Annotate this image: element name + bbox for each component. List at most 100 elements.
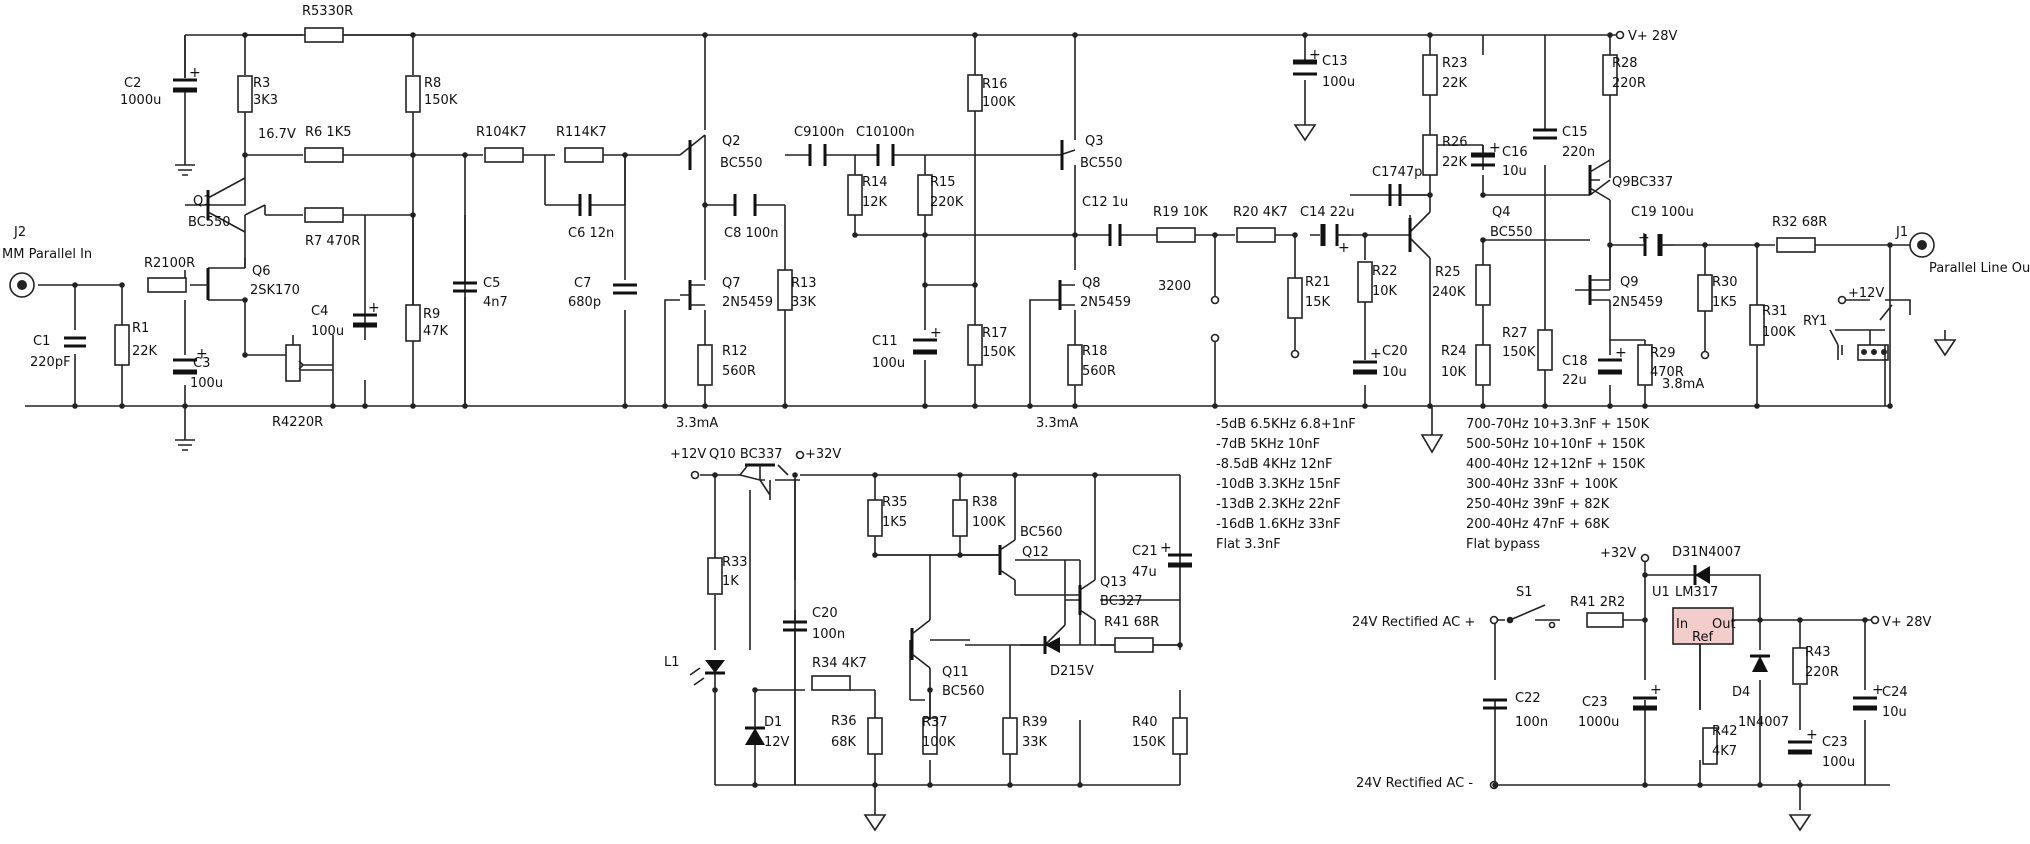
lbl-r16: R16 xyxy=(982,77,1008,92)
junction-dot xyxy=(242,152,248,158)
lbl-c13: C13 xyxy=(1322,54,1348,69)
lbl-r9v: 47K xyxy=(423,324,449,339)
eq-table-row: -10dB 3.3KHz 15nF xyxy=(1216,477,1341,492)
resistor-r36 xyxy=(867,717,883,755)
lbl-u1: U1 xyxy=(1652,585,1670,600)
lbl-c17: C1747p xyxy=(1372,165,1422,180)
note-3200: 3200 xyxy=(1158,279,1191,294)
lbl-r15: R15 xyxy=(930,175,956,190)
lbl-c15: C15 xyxy=(1562,125,1588,140)
resistor-r16 xyxy=(967,74,983,112)
jack-j2 xyxy=(9,272,35,298)
lbl-u1in: In xyxy=(1676,617,1688,632)
junction-dot xyxy=(1362,232,1368,238)
lbl-c8: C8 100n xyxy=(724,226,779,241)
junction-dot xyxy=(792,472,798,478)
lbl-c4v: 100u xyxy=(311,324,344,339)
junction-dot xyxy=(1754,242,1760,248)
transistor-q7 xyxy=(680,280,705,310)
lbl-r21: R21 xyxy=(1305,275,1331,290)
lbl-c7v: 680p xyxy=(568,295,601,310)
junction-dot xyxy=(972,32,978,38)
lbl-r23v: 22K xyxy=(1442,76,1468,91)
lbl-s1: S1 xyxy=(1516,585,1533,600)
net-plus12-ry: +12V xyxy=(1848,286,1884,301)
capacitor-c9 xyxy=(808,144,827,166)
resistor-r3 xyxy=(237,75,253,113)
lbl-r42: R42 xyxy=(1712,724,1738,739)
junction-dot xyxy=(852,232,858,238)
transistor-q9-bc337 xyxy=(1588,159,1611,210)
lbl-c3v: 100u xyxy=(190,376,223,391)
svg-text:+: + xyxy=(1489,140,1501,156)
transistor-q8 xyxy=(1058,280,1075,310)
junction-dot xyxy=(1362,403,1368,409)
lbl-r29: R29 xyxy=(1650,346,1676,361)
net-ac-bot: 24V Rectified AC - xyxy=(1356,776,1473,791)
lbl-r39v: 33K xyxy=(1022,735,1048,750)
junction-dot xyxy=(752,782,758,788)
resistor-r33 xyxy=(707,557,723,595)
lbl-q10: Q10 BC337 xyxy=(709,447,783,462)
lbl-r14v: 12K xyxy=(862,195,888,210)
lbl-j1: J1 xyxy=(1895,225,1908,240)
lbl-c15v: 220n xyxy=(1562,145,1595,160)
junction-dot xyxy=(1077,782,1083,788)
lbl-r3: R3 xyxy=(253,76,270,91)
resistor-r5 xyxy=(304,27,344,43)
note-v167: 16.7V xyxy=(258,127,296,142)
resistor-r18 xyxy=(1067,344,1083,386)
led-l1 xyxy=(689,660,725,690)
junction-dot xyxy=(1702,242,1708,248)
lbl-c4: C4 xyxy=(311,304,328,319)
lbl-d4v: 1N4007 xyxy=(1738,715,1789,730)
transistor-q12 xyxy=(875,475,1016,595)
lbl-r43: R43 xyxy=(1805,645,1831,660)
junction-dot xyxy=(972,403,978,409)
junction-dot xyxy=(410,212,416,218)
lbl-r33: R33 xyxy=(722,555,748,570)
transistor-q6 xyxy=(190,268,210,300)
resistor-r7 xyxy=(304,207,344,223)
capacitor-c4: + xyxy=(353,215,380,328)
net-plus12-q10: +12V xyxy=(670,447,706,462)
lbl-q13: Q13 xyxy=(1100,575,1127,590)
transistor-q11 xyxy=(910,555,931,720)
lbl-r18v: 560R xyxy=(1082,364,1116,379)
lbl-q7v: 2N5459 xyxy=(722,295,773,310)
junction-dot xyxy=(1642,617,1648,623)
capacitor-c20-10u: + xyxy=(1353,346,1382,375)
lbl-q1v: BC550 xyxy=(188,215,231,230)
junction-dot xyxy=(702,202,708,208)
junction-dot xyxy=(872,782,878,788)
open-terminals xyxy=(690,30,1880,790)
eq-table: -5dB 6.5KHz 6.8+1nF-7dB 5KHz 10nF-8.5dB … xyxy=(1216,417,1356,552)
resistor-r26 xyxy=(1422,134,1438,176)
junction-dot xyxy=(410,152,416,158)
regulator-u1 xyxy=(1672,607,1734,710)
junction-dot xyxy=(1427,192,1433,198)
junction-dot xyxy=(462,152,468,158)
capacitor-c24: + xyxy=(1853,682,1884,711)
lbl-r26: R26 xyxy=(1442,135,1468,150)
junction-dot xyxy=(1427,403,1433,409)
resistor-r43 xyxy=(1792,647,1808,685)
lbl-q6v: 2SK170 xyxy=(250,283,300,298)
capacitor-c21: + xyxy=(1160,540,1192,568)
junction-dot xyxy=(1697,782,1703,788)
lbl-q1: Q1 xyxy=(193,194,212,209)
resistor-r2 xyxy=(147,277,187,293)
svg-text:+: + xyxy=(1806,727,1818,743)
lbl-c23a: C23 xyxy=(1582,695,1608,710)
lbl-r8v: 150K xyxy=(424,93,458,108)
capacitor-c12 xyxy=(1108,224,1122,246)
resistor-r11 xyxy=(564,147,604,163)
lbl-c18: C18 xyxy=(1562,354,1588,369)
resistor-r24 xyxy=(1475,344,1491,386)
lbl-c19: C19 100u xyxy=(1631,205,1694,220)
lbl-r13: R13 xyxy=(791,276,817,291)
lbl-c16: C16 xyxy=(1502,145,1528,160)
junction-dot xyxy=(242,32,248,38)
capacitor-c6 xyxy=(578,194,592,216)
lbl-r41b: R41 68R xyxy=(1104,615,1159,630)
